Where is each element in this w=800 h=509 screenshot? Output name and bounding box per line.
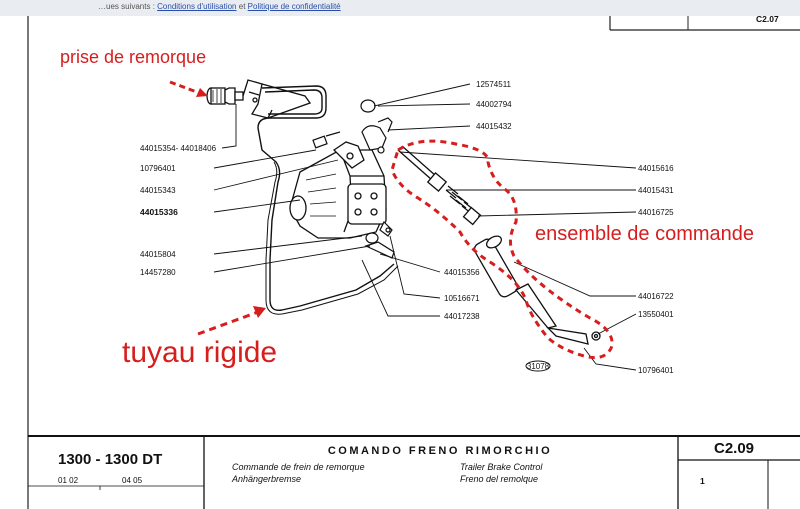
part-label: 14457280 xyxy=(140,268,176,277)
part-label: 13550401 xyxy=(638,310,674,319)
title-block xyxy=(28,435,800,509)
part-label: 44015356 xyxy=(444,268,480,277)
annotation-control-assembly: ensemble de commande xyxy=(535,223,754,245)
arrowhead-icon xyxy=(196,88,208,97)
part-label: 44002794 xyxy=(476,100,512,109)
sheet-number: 1 xyxy=(700,476,705,486)
trailer-socket-part xyxy=(206,87,244,105)
part-label: 44015804 xyxy=(140,250,176,259)
part-label: 44015336 xyxy=(140,207,178,217)
legal-links: …ues suivants : Conditions d'utilisation… xyxy=(98,2,341,11)
title-french: Commande de frein de remorque xyxy=(232,462,365,472)
part-label: 44015432 xyxy=(476,122,512,131)
drawing-number: 31078 xyxy=(525,360,551,372)
annotation-trailer-socket: prise de remorque xyxy=(60,47,206,67)
arrow-trailer-socket xyxy=(169,80,203,96)
privacy-policy-link[interactable]: Politique de confidentialité xyxy=(247,2,341,11)
small-fasteners xyxy=(312,99,395,259)
legal-prefix: …ues suivants : xyxy=(98,2,155,11)
browser-footer-bar: …ues suivants : Conditions d'utilisation… xyxy=(0,0,800,16)
leader-lines xyxy=(213,83,637,371)
title-english: Trailer Brake Control xyxy=(460,462,543,472)
title-italian: COMANDO FRENO RIMORCHIO xyxy=(328,445,552,457)
part-number-labels: 12574511 44002794 44015432 44015354- 440… xyxy=(140,80,674,375)
part-label: 44015343 xyxy=(140,186,176,195)
part-label: 44015431 xyxy=(638,186,674,195)
brake-valve-body xyxy=(289,141,387,239)
legal-separator: et xyxy=(238,2,246,11)
part-label: 44015616 xyxy=(638,164,674,173)
part-label: 44017238 xyxy=(444,312,480,321)
page-code: C2.09 xyxy=(714,440,754,457)
part-label: 44016722 xyxy=(638,292,674,301)
versions-left: 01 02 xyxy=(58,476,79,485)
mounting-bracket xyxy=(242,79,312,119)
terms-of-use-link[interactable]: Conditions d'utilisation xyxy=(157,2,237,11)
part-label: 44015354- 44018406 xyxy=(140,144,217,153)
title-spanish: Freno del remolque xyxy=(460,474,538,484)
svg-text:31078: 31078 xyxy=(527,362,550,371)
part-label: 10516671 xyxy=(444,294,480,303)
part-label: 44016725 xyxy=(638,208,674,217)
top-right-code: C2.07 xyxy=(756,14,779,24)
part-label: 10796401 xyxy=(638,366,674,375)
part-label: 10796401 xyxy=(140,164,176,173)
part-label: 12574511 xyxy=(476,80,512,89)
red-annotations: prise de remorque tuyau rigide ensemble … xyxy=(60,47,754,369)
rigid-pipe-drawing xyxy=(257,85,399,315)
model-name: 1300 - 1300 DT xyxy=(58,451,162,468)
arrow-rigid-pipe xyxy=(197,310,259,336)
versions-right: 04 05 xyxy=(122,476,143,485)
annotation-rigid-pipe: tuyau rigide xyxy=(122,336,277,369)
control-rod-assembly xyxy=(397,145,601,345)
arrowhead-icon xyxy=(253,306,266,318)
title-german: Anhängerbremse xyxy=(231,474,301,484)
